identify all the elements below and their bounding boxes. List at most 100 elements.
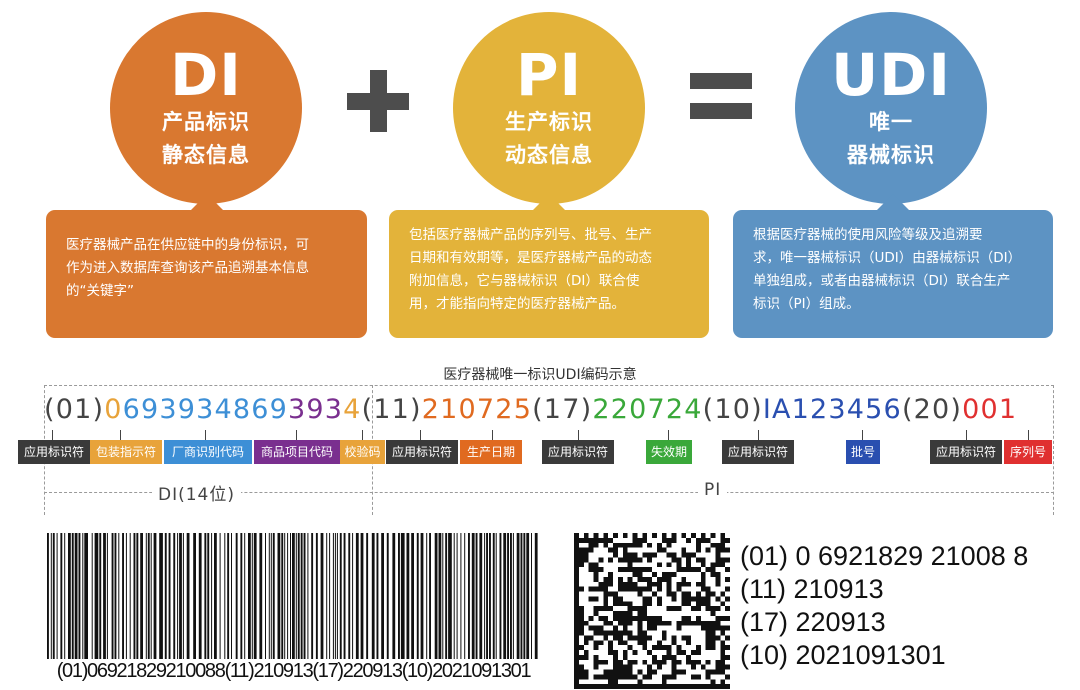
code-module xyxy=(588,567,594,572)
code-module xyxy=(705,547,711,553)
code-module xyxy=(593,654,599,660)
code-module xyxy=(593,630,599,636)
code-module xyxy=(681,635,687,641)
code-module xyxy=(574,630,579,636)
code-module xyxy=(593,596,599,602)
code-module xyxy=(627,576,633,582)
code-module xyxy=(647,601,652,607)
code-module xyxy=(642,596,648,602)
barcode-bar xyxy=(78,533,81,659)
code-module xyxy=(637,572,643,577)
barcode-bar xyxy=(420,533,424,659)
code-module xyxy=(593,576,599,582)
pi-title: PI xyxy=(515,41,583,109)
barcode-bar xyxy=(343,533,346,659)
code-module xyxy=(574,606,579,611)
code-module xyxy=(656,562,662,568)
code-module xyxy=(652,669,657,675)
code-module xyxy=(671,596,677,602)
barcode-bar xyxy=(259,533,263,659)
code-module xyxy=(705,586,711,592)
code-module xyxy=(637,557,643,563)
code-module xyxy=(627,557,633,563)
code-module xyxy=(642,640,648,646)
code-module xyxy=(632,684,638,689)
code-module xyxy=(652,654,657,660)
code-module xyxy=(588,542,594,548)
code-module xyxy=(613,625,618,631)
code-module xyxy=(652,625,657,631)
code-module xyxy=(603,684,609,689)
barcode-bar xyxy=(140,533,143,659)
barcode-bar xyxy=(231,533,232,659)
code-module xyxy=(583,684,589,689)
code-module xyxy=(666,586,672,592)
tag-tick xyxy=(578,430,579,440)
tag-item-reference: 商品项目代码 xyxy=(254,440,340,464)
barcode-bar xyxy=(442,533,444,659)
code-module xyxy=(666,645,672,650)
barcode-bar xyxy=(287,533,289,659)
barcode-bar xyxy=(489,533,491,659)
code-module xyxy=(642,611,648,616)
barcode-bar xyxy=(429,533,431,659)
barcode-bar xyxy=(182,533,184,659)
barcode-bar xyxy=(386,533,389,659)
code-module xyxy=(700,664,706,670)
pi-desc-line: 日期和有效期等，是医疗器械产品的动态 xyxy=(409,250,652,266)
code-module xyxy=(603,533,609,538)
barcode-bar xyxy=(448,533,452,659)
tag-tick xyxy=(420,430,421,440)
code-module xyxy=(656,576,662,582)
code-module xyxy=(715,547,721,553)
barcode-bar xyxy=(284,533,286,659)
code-module xyxy=(686,601,691,607)
code-module xyxy=(647,650,652,655)
code-module xyxy=(583,537,589,543)
code-module xyxy=(661,654,667,660)
code-module xyxy=(647,596,652,602)
code-module xyxy=(686,562,691,568)
code-module xyxy=(700,601,706,607)
barcode-bar xyxy=(297,533,300,659)
barcode-bar xyxy=(468,533,470,659)
code-module xyxy=(583,674,589,680)
code-module xyxy=(661,547,667,553)
code-module xyxy=(700,533,706,538)
barcode-bar xyxy=(523,533,526,659)
code-module xyxy=(593,562,599,568)
code-module xyxy=(681,567,687,572)
di-line1: 产品标识 xyxy=(162,110,250,134)
code-module xyxy=(705,606,711,611)
code-module xyxy=(676,567,682,572)
code-module xyxy=(647,542,652,548)
code-module xyxy=(588,615,594,621)
barcode-bar xyxy=(60,533,63,659)
code-module xyxy=(676,581,682,587)
code-module xyxy=(637,684,643,689)
code-module xyxy=(695,650,701,655)
code-module xyxy=(632,567,638,572)
code-module xyxy=(603,669,609,675)
barcode-bar xyxy=(177,533,179,659)
code-module xyxy=(710,533,716,538)
code-module xyxy=(725,596,730,602)
code-module xyxy=(695,591,701,597)
barcode-bar xyxy=(253,533,257,659)
tag-package-indicator: 包装指示符 xyxy=(90,440,162,464)
udi-line2: 器械标识 xyxy=(847,143,935,167)
code-segment: 693934869 xyxy=(122,394,289,425)
udi-readout: (01) 0 6921829 21008 8 (11) 210913 (17) … xyxy=(740,540,1028,672)
code-module xyxy=(583,640,589,646)
code-module xyxy=(617,601,623,607)
barcode-bar xyxy=(103,533,106,659)
code-module xyxy=(725,557,730,563)
barcode-bar xyxy=(295,533,297,659)
code-module xyxy=(574,562,579,568)
barcode-bar xyxy=(475,533,478,659)
code-module xyxy=(642,635,648,641)
code-module xyxy=(578,684,584,689)
code-module xyxy=(686,596,691,602)
code-module xyxy=(691,533,696,538)
barcode-bar xyxy=(186,533,190,659)
